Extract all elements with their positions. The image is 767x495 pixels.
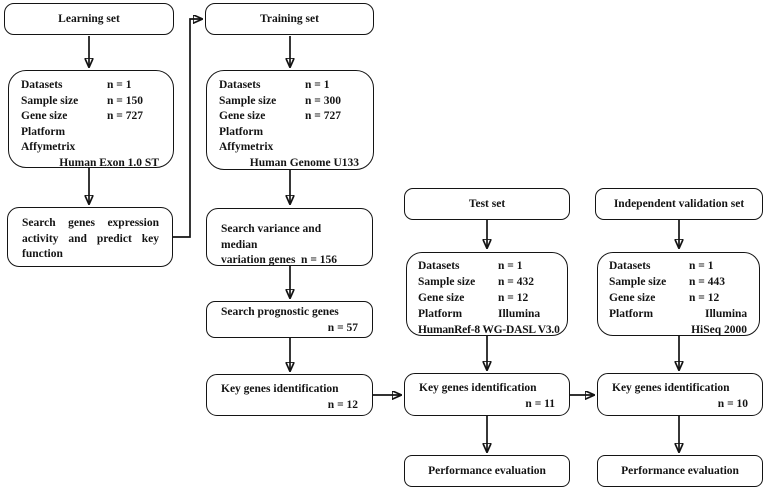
row-label: Sample size — [418, 276, 476, 288]
row-label: Platform — [21, 125, 66, 138]
row-label: Gene size — [418, 292, 465, 304]
training-set-box: Training set — [205, 3, 374, 35]
training-set-label: Training set — [260, 13, 319, 25]
validation-data-box: Datasets n = 1 Sample size n = 443 Gene … — [597, 252, 760, 336]
key-genes-count: n = 12 — [327, 398, 358, 411]
data-row: Platform — [21, 125, 163, 141]
row-value: n = 150 — [107, 94, 143, 107]
training-data-box: Datasets n = 1 Sample size n = 300 Gene … — [206, 70, 374, 170]
platform-detail: Human Exon 1.0 ST — [59, 156, 159, 169]
search-variance-line1: Search variance and median — [221, 223, 322, 251]
learning-set-label: Learning set — [58, 13, 120, 25]
row-label: Sample size — [609, 276, 667, 288]
test-set-box: Test set — [404, 188, 570, 220]
row-value: n = 727 — [107, 110, 143, 122]
learning-set-box: Learning set — [4, 3, 174, 35]
search-prognostic-box: Search prognostic genes n = 57 — [206, 301, 373, 338]
key-genes-title: Key genes identification — [419, 382, 537, 394]
row-label: Gene size — [219, 110, 266, 122]
data-row: Datasets n = 1 — [609, 258, 755, 274]
search-variance-text: variation genes — [221, 254, 296, 266]
learning-data-box: Datasets n = 1 Sample size n = 150 Gene … — [8, 70, 174, 169]
row-label: Platform — [418, 308, 463, 320]
data-row: Platform Illumina — [609, 306, 755, 322]
connector-search-genes-to-training-set — [173, 19, 201, 238]
row-label: Datasets — [21, 79, 63, 91]
data-row: Sample size n = 150 — [21, 94, 163, 110]
key-genes-training-box: Key genes identification n = 12 — [206, 374, 373, 416]
platform-detail: Human Genome U133 — [249, 156, 359, 169]
test-set-label: Test set — [468, 198, 506, 210]
row-label: Gene size — [609, 292, 656, 304]
row-value: n = 1 — [689, 260, 714, 272]
row-value: n = 443 — [689, 276, 725, 288]
row-value: n = 727 — [305, 110, 341, 122]
key-genes-title: Key genes identification — [612, 382, 730, 394]
search-genes-text: Search genes expression activity and pre… — [22, 217, 159, 260]
row-value: Illumina — [705, 308, 748, 320]
row-value: n = 1 — [305, 79, 330, 91]
search-genes-box: Search genes expression activity and pre… — [7, 207, 173, 267]
row-label: Affymetrix — [219, 141, 274, 153]
data-row: Affymetrix — [219, 140, 363, 156]
row-value: n = 432 — [498, 276, 534, 288]
data-row: Gene size n = 727 — [21, 109, 163, 125]
platform-detail: HiSeq 2000 — [691, 324, 747, 336]
key-genes-test-box: Key genes identification n = 11 — [404, 373, 570, 416]
data-row: Platform — [219, 125, 363, 141]
row-label: Datasets — [418, 260, 460, 272]
row-value: n = 12 — [498, 292, 529, 304]
search-variance-line2: variation genes n = 156 — [221, 253, 359, 269]
key-genes-count: n = 10 — [717, 397, 748, 410]
data-row: Datasets n = 1 — [418, 258, 563, 274]
row-label: Sample size — [219, 94, 277, 107]
data-row: Gene size n = 12 — [418, 290, 563, 306]
data-row: Sample size n = 432 — [418, 274, 563, 290]
row-label: Affymetrix — [21, 141, 76, 153]
key-genes-validation-box: Key genes identification n = 10 — [597, 373, 763, 416]
row-label: Datasets — [609, 260, 651, 272]
performance-test-box: Performance evaluation — [404, 455, 570, 487]
search-prognostic-count: n = 57 — [327, 321, 358, 334]
search-variance-box: Search variance and median variation gen… — [206, 208, 373, 266]
data-row: Gene size n = 12 — [609, 290, 755, 306]
data-row: Affymetrix — [21, 140, 163, 156]
row-value: n = 1 — [498, 260, 523, 272]
data-row: Gene size n = 727 — [219, 109, 363, 125]
key-genes-count: n = 11 — [525, 397, 555, 410]
validation-set-box: Independent validation set — [595, 188, 763, 220]
row-label: Platform — [609, 308, 654, 320]
row-label: Sample size — [21, 94, 79, 107]
performance-validation-box: Performance evaluation — [597, 455, 763, 487]
data-row: Datasets n = 1 — [21, 78, 163, 94]
key-genes-title: Key genes identification — [221, 383, 339, 395]
row-value: n = 12 — [689, 292, 720, 304]
platform-detail: HumanRef-8 WG-DASL V3.0 — [418, 324, 560, 336]
search-variance-count: n = 156 — [301, 254, 337, 266]
test-data-box: Datasets n = 1 Sample size n = 432 Gene … — [406, 252, 568, 336]
row-label: Gene size — [21, 110, 68, 122]
row-value: n = 1 — [107, 79, 132, 91]
data-row: Sample size n = 300 — [219, 94, 363, 110]
performance-validation-label: Performance evaluation — [621, 465, 739, 477]
validation-set-label: Independent validation set — [613, 198, 745, 210]
data-row: Sample size n = 443 — [609, 274, 755, 290]
row-label: Platform — [219, 125, 264, 138]
row-label: Datasets — [219, 79, 261, 91]
row-value: Illumina — [498, 308, 541, 320]
data-row: Datasets n = 1 — [219, 78, 363, 94]
row-value: n = 300 — [305, 94, 341, 107]
performance-test-label: Performance evaluation — [428, 465, 546, 477]
data-row: Platform Illumina — [418, 306, 563, 322]
search-prognostic-title: Search prognostic genes — [221, 306, 339, 318]
